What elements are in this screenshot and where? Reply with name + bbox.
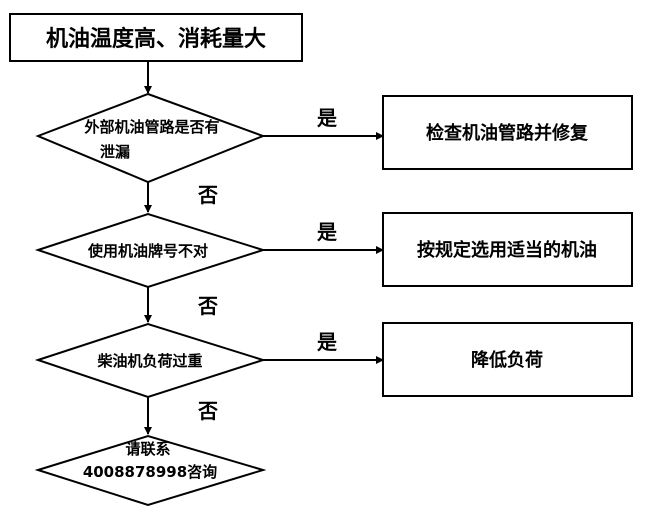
no-label: 否 [197, 294, 218, 318]
action-box-select-oil: 按规定选用适当的机油 [382, 212, 633, 287]
yes-label: 是 [316, 330, 337, 354]
contact-phone: 4008878998咨询 [83, 463, 217, 481]
action-label: 按规定选用适当的机油 [417, 239, 597, 261]
no-label: 否 [197, 183, 218, 207]
contact-label: 请联系 [125, 440, 170, 458]
decision-oil-grade: 使用机油牌号不对 [34, 212, 267, 289]
decision-label: 外部机油管路是否有 [83, 118, 219, 136]
action-box-reduce-load: 降低负荷 [382, 322, 633, 397]
yes-label: 是 [316, 220, 337, 244]
decision-label: 使用机油牌号不对 [87, 242, 208, 260]
action-label: 检查机油管路并修复 [426, 122, 589, 144]
decision-overload: 柴油机负荷过重 [34, 322, 267, 399]
start-box-label: 机油温度高、消耗量大 [46, 26, 266, 52]
contact-terminal: 请联系 4008878998咨询 [34, 434, 267, 507]
action-label: 降低负荷 [471, 349, 543, 371]
start-box: 机油温度高、消耗量大 [9, 13, 303, 62]
no-label: 否 [197, 399, 218, 423]
action-box-rect [382, 95, 633, 170]
contact-diamond [34, 434, 267, 507]
start-box-rect [9, 13, 303, 62]
yes-label: 是 [316, 106, 337, 130]
decision-label: 柴油机负荷过重 [96, 352, 202, 370]
action-box-repair-pipes: 检查机油管路并修复 [382, 95, 633, 170]
decision-diamond [35, 92, 266, 184]
action-box-rect [382, 212, 633, 287]
decision-oil-leak: 外部机油管路是否有 泄漏 [35, 92, 266, 184]
action-box-rect [382, 322, 633, 397]
decision-label: 泄漏 [100, 143, 130, 161]
